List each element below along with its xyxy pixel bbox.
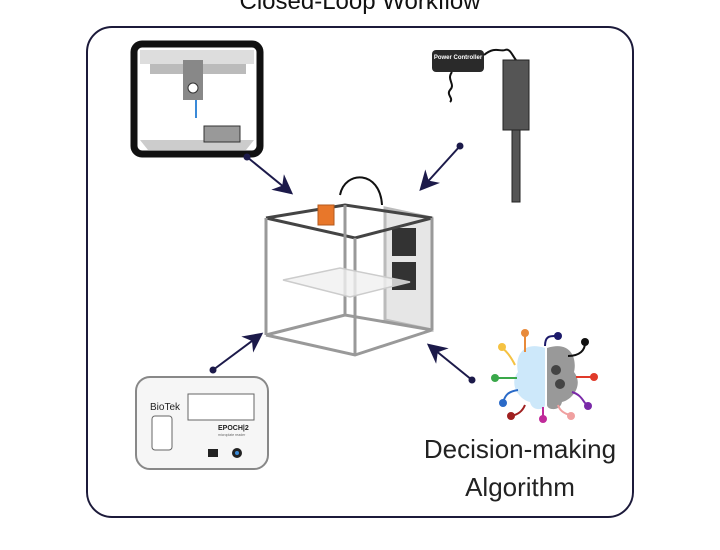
liquid-handler-icon — [130, 40, 264, 158]
arrow-power-controller-to-printer — [419, 142, 464, 191]
plate-reader-model: EPOCH|2 — [218, 425, 249, 432]
power-controller-label: Power Controller — [434, 55, 483, 61]
plate-reader-sub: microplate reader — [218, 433, 246, 437]
plate-reader-icon: BioTek EPOCH|2 microplate reader — [135, 376, 269, 470]
power-controller-icon: Power Controller — [432, 48, 530, 203]
plate-reader-brand: BioTek — [150, 402, 181, 413]
workflow-frame — [86, 26, 634, 518]
diagram-title: Closed-Loop Workflow — [239, 0, 481, 15]
3d-printer-icon — [264, 176, 434, 357]
arrow-plate-reader-to-printer — [209, 332, 264, 374]
brain-circuit-icon — [491, 329, 598, 423]
algorithm-label-line1: Decision-making — [423, 434, 617, 464]
arrow-algorithm-to-printer — [426, 343, 476, 384]
algorithm-label-line2: Algorithm — [465, 472, 575, 502]
arrow-liquid-handler-to-printer — [243, 153, 294, 195]
